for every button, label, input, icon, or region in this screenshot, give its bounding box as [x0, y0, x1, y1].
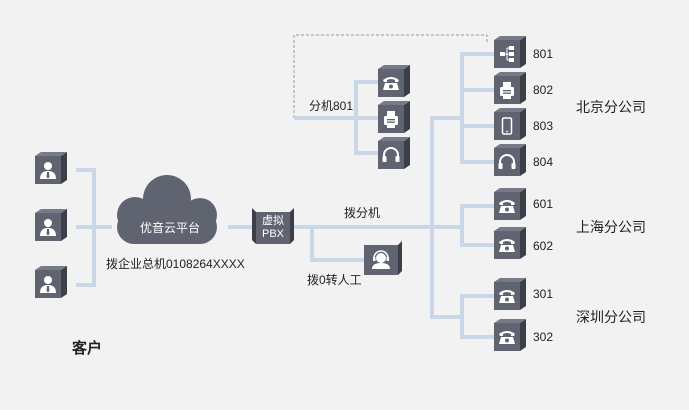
cloud-platform: [117, 175, 217, 244]
shanghai-ext-602-device: [494, 227, 526, 259]
shanghai-ext-601-device: [494, 188, 526, 220]
desk-phone-icon: [499, 200, 515, 213]
pbx-label-line1: 虚拟: [262, 215, 284, 227]
customer-device-2: [35, 209, 67, 241]
ext-number-302: 302: [533, 330, 554, 344]
ext801-device-1: [378, 65, 410, 97]
desk-phone-icon: [499, 331, 515, 344]
ext-number-601: 601: [533, 197, 554, 211]
ext801-group-label: 分机801: [309, 99, 354, 113]
pbx-label: 虚拟 PBX: [256, 215, 290, 241]
beijing-ext-802-device: [494, 72, 526, 104]
branch-beijing-label: 北京分公司: [576, 99, 646, 115]
ext-number-804: 804: [533, 155, 554, 169]
pbx-label-line2: PBX: [261, 228, 284, 240]
virtual-pbx-box: [252, 208, 294, 244]
cloud-caption: 拨企业总机0108264XXXX: [106, 257, 245, 271]
beijing-ext-803-device: [494, 108, 526, 140]
ext-number-802: 802: [533, 83, 554, 97]
desk-phone-icon: [499, 239, 515, 252]
desk-phone-icon: [383, 77, 399, 90]
customer-device-3: [35, 266, 67, 298]
customers-label: 客户: [72, 340, 103, 357]
beijing-ext-801-device: [494, 36, 526, 68]
shenzhen-ext-302-device: [494, 319, 526, 351]
dial-extension-label: 拨分机: [344, 206, 381, 220]
ext801-device-3: [378, 137, 410, 169]
ext-number-301: 301: [533, 287, 554, 301]
operator-device: [364, 241, 402, 275]
operator-icon: [371, 250, 391, 270]
branch-shenzhen-label: 深圳分公司: [576, 309, 646, 325]
ext-number-801: 801: [533, 47, 554, 61]
beijing-ext-804-device: [494, 144, 526, 176]
ext-number-602: 602: [533, 239, 554, 253]
connector-lines: [76, 52, 494, 339]
desk-phone-icon: [499, 290, 515, 303]
ext-801-loop-connector: [293, 34, 488, 118]
shenzhen-ext-301-device: [494, 278, 526, 310]
operator-label: 拨0转人工: [307, 273, 362, 287]
ext-number-803: 803: [533, 119, 554, 133]
branch-shanghai-label: 上海分公司: [576, 219, 646, 235]
ext801-device-2: [378, 101, 410, 133]
cloud-platform-label: 优音云平台: [140, 221, 201, 235]
customer-device-1: [35, 152, 67, 184]
